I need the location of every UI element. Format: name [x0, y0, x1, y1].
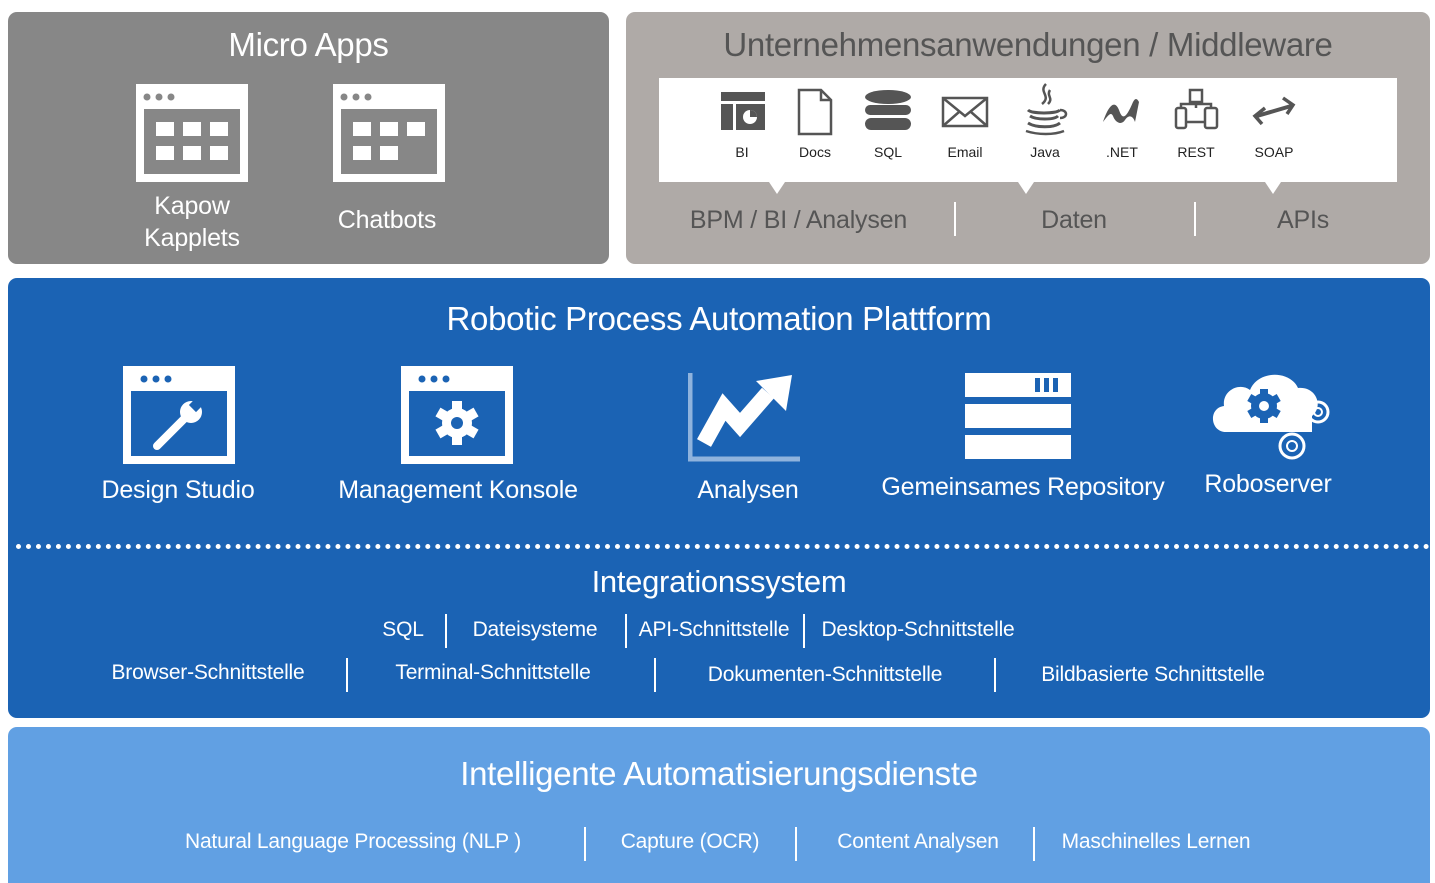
integration-sql: SQL — [382, 618, 424, 641]
notch-apis — [1265, 182, 1281, 194]
integration-title: Integrationssystem — [591, 564, 847, 599]
separator — [954, 202, 956, 236]
category-daten: Daten — [1041, 206, 1107, 234]
category-bpm: BPM / BI / Analysen — [689, 206, 908, 234]
separator — [654, 658, 656, 692]
notch-bpm — [769, 182, 785, 194]
ai-nlp: Natural Language Processing (NLP ) — [184, 830, 521, 853]
rpa-roboserver-label: Roboserver — [1204, 470, 1332, 498]
ai-machine-learning: Maschinelles Lernen — [1061, 830, 1251, 853]
separator — [445, 614, 447, 648]
separator — [346, 658, 348, 692]
dotted-divider — [16, 544, 1430, 549]
repository-icon — [965, 373, 1071, 459]
micro-apps-panel: Micro Apps Kapow Kapplets Chatbots — [8, 12, 609, 264]
tech-sql: SQL — [853, 86, 923, 160]
rpa-design-studio-label: Design Studio — [101, 476, 255, 504]
java-cup-icon — [1025, 83, 1068, 136]
tech-rest: REST — [1161, 86, 1231, 160]
soap-arrows-icon — [1252, 96, 1296, 126]
tech-docs: Docs — [780, 86, 850, 160]
micro-apps-title: Micro Apps — [228, 26, 389, 63]
separator — [994, 658, 996, 692]
rpa-analysen-label: Analysen — [697, 476, 799, 504]
enterprise-title: Unternehmensanwendungen / Middleware — [723, 26, 1333, 63]
separator — [795, 827, 797, 861]
integration-desktop: Desktop-Schnittstelle — [821, 618, 1015, 641]
integration-image-based: Bildbasierte Schnittstelle — [1041, 663, 1265, 686]
separator — [803, 614, 805, 648]
tech-dotnet: .NET — [1087, 86, 1157, 160]
tech-bi: BI — [707, 86, 777, 160]
ai-services-panel: Intelligente Automatisierungsdienste Nat… — [8, 727, 1430, 883]
integration-documents: Dokumenten-Schnittstelle — [707, 663, 943, 686]
rpa-management-console-label: Management Konsole — [338, 476, 578, 504]
technology-box: BI Docs SQL Email — [659, 78, 1397, 182]
wrench-window-icon — [123, 366, 235, 464]
tech-email: Email — [930, 86, 1000, 160]
rest-devices-icon — [1174, 88, 1219, 130]
ai-services-title: Intelligente Automatisierungsdienste — [460, 755, 978, 792]
integration-browser: Browser-Schnittstelle — [111, 661, 305, 684]
tech-soap: SOAP — [1239, 86, 1309, 160]
document-icon — [797, 88, 833, 136]
tech-java: Java — [1010, 82, 1080, 160]
enterprise-panel: Unternehmensanwendungen / Middleware BI … — [626, 12, 1430, 264]
ai-capture: Capture (OCR) — [620, 830, 760, 853]
separator — [1194, 202, 1196, 236]
rpa-title: Robotic Process Automation Plattform — [446, 300, 992, 337]
micro-app-chatbots-label: Chatbots — [337, 206, 437, 234]
notch-daten — [1018, 182, 1034, 194]
integration-api: API-Schnittstelle — [638, 618, 790, 641]
envelope-icon — [941, 96, 989, 128]
ai-content-analysis: Content Analysen — [837, 830, 999, 853]
bi-dashboard-icon — [721, 92, 765, 130]
gear-window-icon — [401, 366, 513, 464]
separator — [625, 614, 627, 648]
separator — [1033, 827, 1035, 861]
database-icon — [865, 90, 911, 130]
rpa-repository-label: Gemeinsames Repository — [881, 473, 1165, 501]
app-window-grid-icon — [136, 84, 248, 182]
trend-chart-icon — [688, 373, 800, 462]
integration-terminal: Terminal-Schnittstelle — [395, 661, 591, 684]
rpa-platform-panel: Robotic Process Automation Plattform Des… — [8, 278, 1430, 718]
dotnet-icon — [1103, 99, 1139, 123]
separator — [584, 827, 586, 861]
integration-filesystems: Dateisysteme — [472, 618, 598, 641]
app-window-grid-icon — [333, 84, 445, 182]
category-apis: APIs — [1277, 206, 1329, 234]
cloud-gears-icon — [1212, 374, 1330, 460]
micro-app-kapow-label: Kapow Kapplets — [144, 192, 240, 252]
